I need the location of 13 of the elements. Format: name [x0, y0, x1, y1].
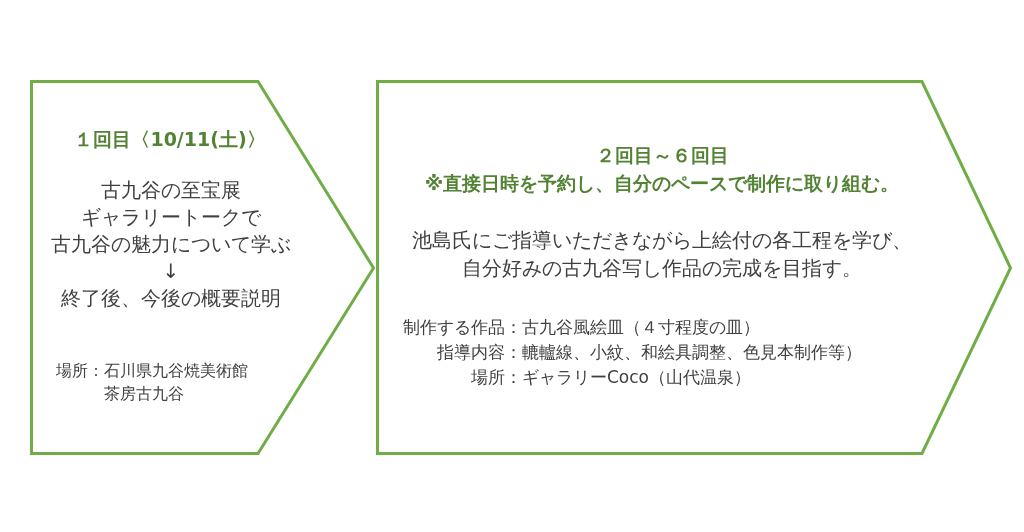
arrow-shaped-box [376, 80, 1012, 455]
detail-text: 制作する作品：古九谷風絵皿（４寸程度の皿） [403, 316, 760, 339]
session-heading: ２回目～６回目 [595, 143, 729, 168]
description-text: 古九谷の至宝展ギャラリートークで古九谷の魅力について学ぶ [51, 177, 291, 258]
down-arrow: ↓ [162, 258, 180, 285]
description-text: 終了後、今後の概要説明 [61, 285, 281, 312]
description-text: 池島氏にご指導いただきながら上絵付の各工程を学び、自分好みの古九谷写し作品の完成を目指す。 [412, 227, 912, 282]
venue-text: 場所：石川県九谷焼美術館茶房古九谷 [56, 360, 248, 405]
detail-text: 場所：ギャラリーCoco（山代温泉） [471, 366, 752, 389]
arrow-shaped-box [30, 80, 375, 455]
note-text: ※直接日時を予約し、自分のペースで制作に取り組む。 [424, 171, 900, 196]
session-heading: １回目〈10/11(土)〉 [74, 127, 266, 152]
detail-text: 指導内容：轆轤線、小紋、和絵具調整、色見本制作等） [437, 341, 862, 364]
